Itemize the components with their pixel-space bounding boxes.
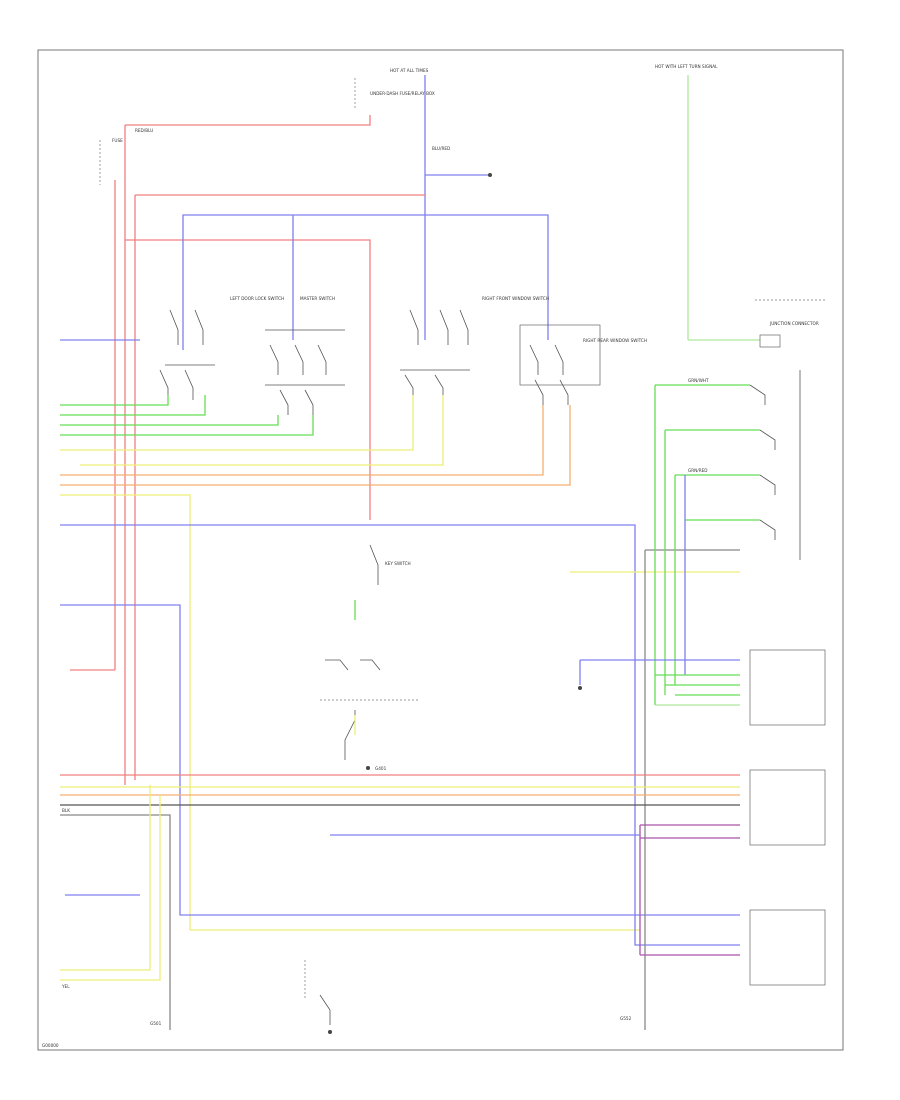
wire-grn-3 [60,415,279,426]
left-bus-wires [60,395,640,931]
wire-org-2 [60,405,571,486]
lower-right-connectors: G552 [330,769,826,1021]
key-switch-label: KEY SWITCH [385,561,411,566]
g501-label: G501 [150,1021,162,1026]
master-switch-label: MASTER SWITCH [300,296,335,301]
left-door-switch-group: LEFT DOOR LOCK SWITCH [159,296,284,400]
key-switch-group: KEY SWITCH G401 [320,544,420,771]
junction-label: JUNCTION CONNECTOR [769,321,819,326]
g401-label: G401 [375,766,387,771]
wire-blu-right-feed [425,214,549,340]
yel-label: YEL [61,984,70,989]
fuse-left-label: FUSE [112,138,123,143]
red-blu-label-top: RED/BLU [135,128,153,133]
wire-grn-4 [60,415,314,436]
right-front-switch-group: RIGHT FRONT WINDOW SWITCH [400,296,549,395]
wire-blu-left-switch [182,214,425,350]
blk-label: BLK [62,808,70,813]
wire-grn-2 [60,395,206,416]
wire-yel-2 [80,395,444,466]
right-switch-stack: GRN/WHT GRN/RED [655,370,801,560]
diagram-id-code: G00000 [42,1043,59,1048]
wire-org-1 [60,405,544,476]
under-dash-fuse-label: UNDER-DASH FUSE/RELAY BOX [370,91,435,96]
blu-red-label-top: BLU/RED [432,146,450,151]
right-front-connector [578,649,826,726]
wire-red-top [125,115,371,126]
left-bottom-group: YEL G501 [60,785,332,1034]
master-switch-group: MASTER SWITCH [265,296,345,415]
wire-yel-left-bottom-2 [60,795,161,981]
left-door-switch-label: LEFT DOOR LOCK SWITCH [230,296,284,301]
right-rear-switch-label: RIGHT REAR WINDOW SWITCH [583,338,647,343]
wire-red-cross-2 [125,239,371,520]
wire-blu-long-1 [60,524,740,946]
right-panel-top-label: HOT WITH LEFT TURN SIGNAL [655,64,718,69]
left-fuse-group: FUSE RED/BLU [99,115,371,785]
wire-yel-1 [60,395,414,451]
right-front-switch-label: RIGHT FRONT WINDOW SWITCH [482,296,549,301]
grn-red-label: GRN/RED [688,468,707,473]
wire-gry-bus [60,814,171,1030]
hot-at-all-times-label: HOT AT ALL TIMES [390,68,429,73]
bottom-bus: BLK [60,774,740,1030]
top-center-fuse-group: HOT AT ALL TIMES UNDER-DASH FUSE/RELAY B… [354,68,492,340]
grn-wht-label: GRN/WHT [688,378,709,383]
right-top-group: HOT WITH LEFT TURN SIGNAL JUNCTION CONNE… [655,64,825,348]
wire-yel-long [60,494,640,931]
wire-yel-left-bottom [60,785,151,971]
wire-grn-1 [60,395,169,406]
wire-blu-long-2 [60,604,740,916]
right-rear-switch-group: RIGHT REAR WINDOW SWITCH [519,324,647,405]
diagram-frame [37,49,844,1051]
g552-label: G552 [620,1016,632,1021]
